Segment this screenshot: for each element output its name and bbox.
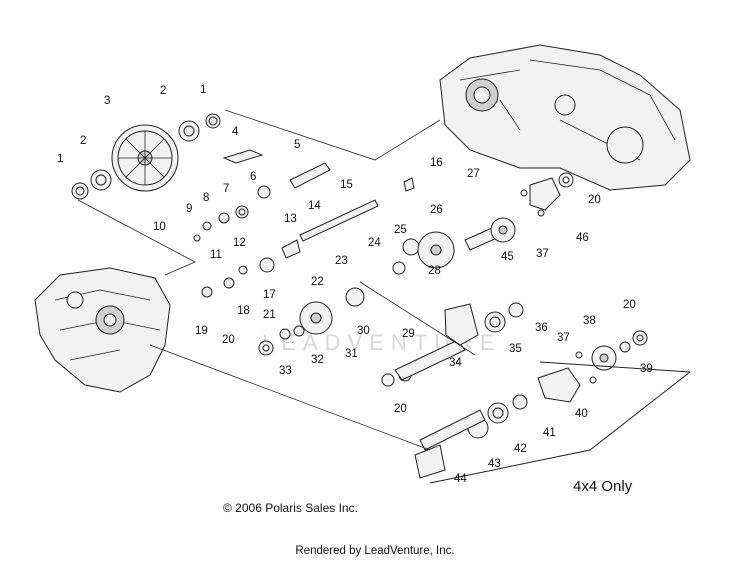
- footer-credit: Rendered by LeadVenture, Inc.: [295, 545, 455, 557]
- callout-25: 25: [394, 224, 407, 236]
- callout-36: 36: [535, 322, 548, 334]
- callout-26: 26: [430, 204, 443, 216]
- callout-18: 18: [237, 305, 250, 317]
- option-label: 4x4 Only: [573, 478, 633, 495]
- callout-24: 24: [368, 237, 381, 249]
- callout-10: 10: [153, 221, 166, 233]
- callout-30: 30: [357, 325, 370, 337]
- callout-28: 28: [428, 265, 441, 277]
- callout-46: 46: [576, 232, 589, 244]
- callout-23: 23: [335, 255, 348, 267]
- callout-13: 13: [284, 213, 297, 225]
- callout-7: 7: [223, 183, 229, 195]
- callout-41: 41: [543, 427, 556, 439]
- callout-44: 44: [454, 473, 467, 485]
- callout-12: 12: [233, 237, 246, 249]
- callout-42: 42: [514, 443, 527, 455]
- callout-numbers: 1 2 3 2 1 4 5 6 7 8 9 10 11 12 13 14 15 …: [57, 84, 653, 485]
- callout-17: 17: [263, 289, 276, 301]
- callout-22: 22: [311, 276, 324, 288]
- leader-lines: [77, 109, 691, 484]
- callout-1: 1: [57, 153, 63, 165]
- copyright-notice: © 2006 Polaris Sales Inc.: [223, 501, 358, 515]
- gears: [299, 217, 617, 479]
- callout-20: 20: [588, 194, 601, 206]
- callout-6: 6: [250, 171, 256, 183]
- callout-43: 43: [488, 458, 501, 470]
- callout-20: 20: [623, 299, 636, 311]
- callout-1: 1: [200, 84, 206, 96]
- callout-9: 9: [186, 203, 192, 215]
- callout-37: 37: [557, 332, 570, 344]
- callout-31: 31: [345, 348, 358, 360]
- callout-19: 19: [195, 325, 208, 337]
- callout-33: 33: [279, 365, 292, 377]
- callout-37: 37: [536, 248, 549, 260]
- callout-27: 27: [467, 168, 480, 180]
- callout-3: 3: [104, 95, 110, 107]
- callout-5: 5: [294, 139, 300, 151]
- upper-gearcase-housing: [439, 44, 691, 191]
- callout-4: 4: [232, 126, 239, 138]
- callout-45: 45: [501, 251, 514, 263]
- callout-32: 32: [311, 354, 324, 366]
- lower-gearcase-housing: [34, 267, 171, 393]
- callout-35: 35: [509, 343, 522, 355]
- callout-2: 2: [80, 135, 86, 147]
- callout-15: 15: [340, 179, 353, 191]
- callout-21: 21: [263, 309, 276, 321]
- callout-29: 29: [402, 328, 415, 340]
- callout-11: 11: [210, 249, 222, 261]
- callout-8: 8: [203, 192, 209, 204]
- callout-14: 14: [308, 200, 321, 212]
- large-drive-gear: [111, 124, 179, 192]
- callout-20: 20: [222, 334, 235, 346]
- callout-40: 40: [575, 408, 588, 420]
- callout-38: 38: [583, 315, 596, 327]
- callout-20: 20: [394, 403, 407, 415]
- small-parts: [201, 149, 597, 403]
- callout-2: 2: [160, 85, 166, 97]
- callout-39: 39: [640, 363, 653, 375]
- callout-34: 34: [449, 357, 462, 369]
- callout-16: 16: [430, 157, 443, 169]
